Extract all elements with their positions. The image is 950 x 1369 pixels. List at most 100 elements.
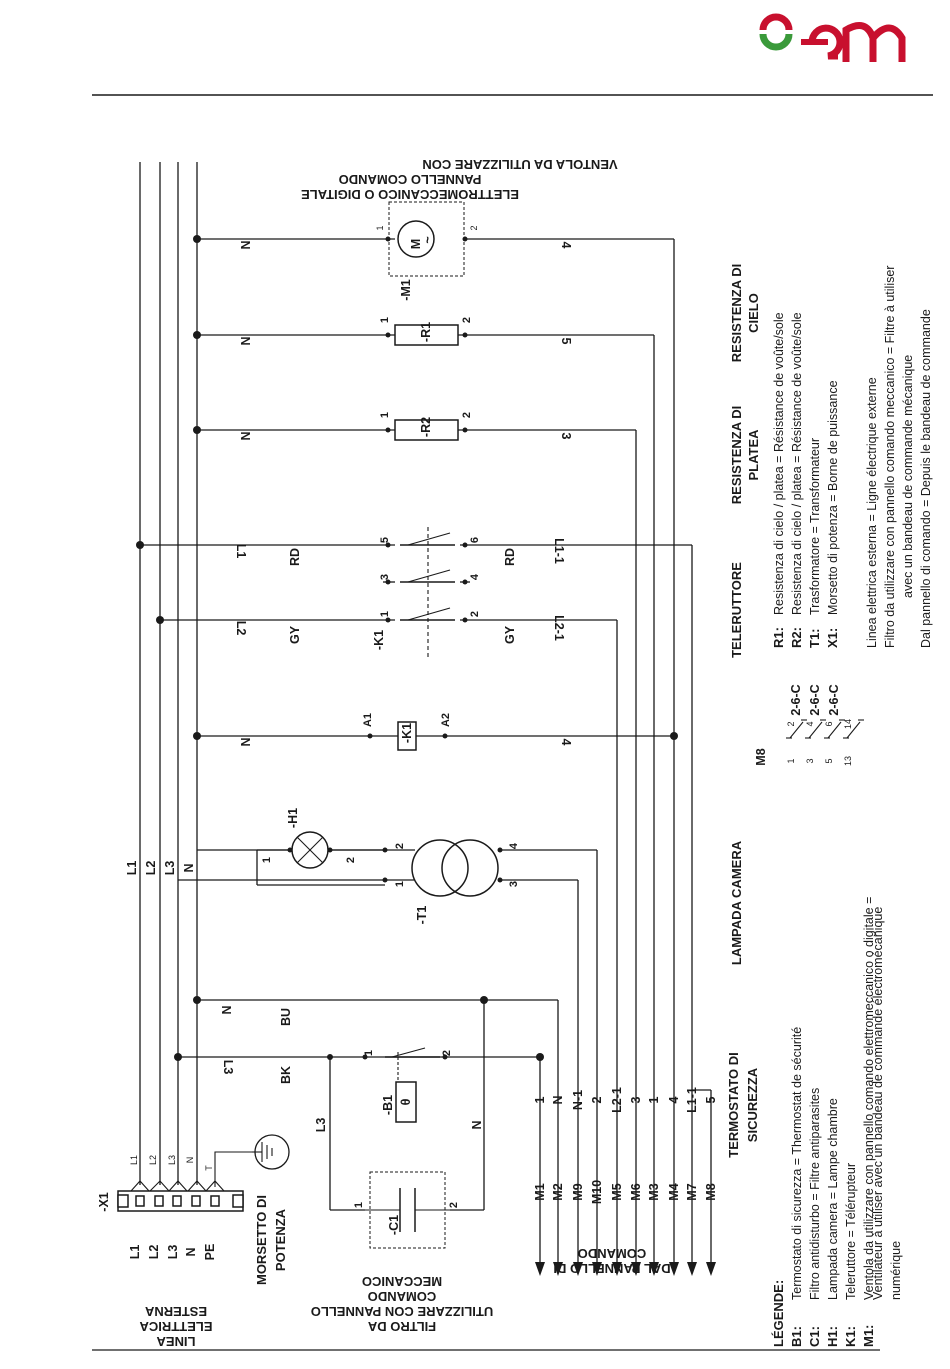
pin-m1-1: 1 (375, 225, 385, 230)
pin-r2-1: 1 (379, 412, 391, 418)
legend-code: T1: (807, 629, 822, 649)
pin-r1-2: 2 (461, 317, 473, 323)
wire-label-rd-left: RD (288, 548, 302, 566)
lampada-title: LAMPADA CAMERA (729, 840, 744, 965)
tb-label-l1: L1 (128, 1245, 142, 1260)
panel-wire-number: 2 (590, 1096, 604, 1103)
legend-title: LÉGENDE: (771, 1280, 786, 1347)
wire-label-bk: BK (279, 1066, 293, 1084)
legend-code: K1: (843, 1326, 858, 1347)
k1-contacts-label: -K1 (372, 630, 386, 650)
bus-label-l2: L2 (144, 861, 158, 876)
morsetto-title-2: POTENZA (273, 1208, 288, 1271)
m8-pin-b: 6 (824, 721, 834, 726)
pin-r1-1: 1 (379, 317, 391, 323)
legend-code: X1: (825, 628, 840, 648)
wire-label-n-filter: N (220, 1005, 234, 1014)
fan-motor (197, 201, 674, 277)
panel-wire-number: 1 (647, 1096, 661, 1103)
safety-thermostat-circuit (178, 239, 712, 1262)
wire-label-l2-1: L2-1 (552, 615, 566, 641)
panel-wire-code: M7 (685, 1183, 699, 1200)
m8-ref: 2-6-C (808, 684, 822, 715)
legend-text: Lampada camera = Lampe chambre (826, 1098, 840, 1300)
wire-label-l2: L2 (234, 621, 248, 636)
wire-label-n-fan: N (239, 240, 253, 249)
bus-label-l1: L1 (125, 861, 139, 876)
termostato-title-2: SICUREZZA (745, 1067, 760, 1142)
legend-code: B1: (789, 1326, 804, 1347)
wire-label-gy-right: GY (503, 625, 517, 644)
legend-code: M1: (861, 1325, 876, 1347)
panel-arrows (535, 1089, 716, 1276)
pin-c1-2: 2 (448, 1202, 460, 1208)
panel-wire-number: 1 (533, 1096, 547, 1103)
bus-lines (139, 162, 198, 1185)
m8-title: M8 (754, 748, 768, 765)
termostato-title-1: TERMOSTATO DI (726, 1052, 741, 1157)
legend-code: R1: (771, 627, 786, 648)
legend-text: Termostato di sicurezza = Thermostat de … (790, 1027, 804, 1300)
t1-label: -T1 (415, 906, 429, 925)
h1-label: -H1 (286, 808, 300, 828)
panel-wire-number: N-1 (571, 1090, 585, 1110)
tb-label-pe: PE (203, 1244, 217, 1261)
motor-tilde: ~ (421, 236, 435, 243)
platea-title-2: PLATEA (746, 429, 761, 481)
panel-wire-number: 5 (704, 1096, 718, 1103)
c1-label: -C1 (387, 1215, 401, 1235)
pin-h1-1: 1 (261, 857, 273, 863)
legend-text: Teleruttore = Télérupteur (844, 1163, 858, 1300)
legend-items: B1: Termostato di sicurezza = Thermostat … (789, 897, 876, 1347)
m8-pin-a: 13 (843, 756, 853, 766)
pin-b1-2: 2 (441, 1050, 453, 1056)
wire-label-4-fan: 4 (559, 242, 573, 249)
oem-logo (759, 13, 906, 62)
panel-wire-number: L1-1 (685, 1087, 699, 1113)
wire-label-bu: BU (279, 1008, 293, 1026)
wire-label-l3-horizontal: L3 (221, 1060, 235, 1075)
heater-r1 (197, 324, 654, 346)
panel-wire-code: M5 (610, 1183, 624, 1200)
filtro-title-2: UTILIZZARE CON PANNELLO (311, 1304, 493, 1319)
tb-label-l2: L2 (147, 1245, 161, 1260)
top-title-2: PANNELLO COMANDO (339, 172, 482, 187)
wire-label-n-r1: N (239, 336, 253, 345)
pin-k1-3: 3 (379, 574, 391, 580)
theta-symbol: θ (399, 1098, 413, 1105)
r2-label: -R2 (419, 417, 433, 437)
linea-title-1: LINEA (156, 1334, 196, 1349)
cielo-title-2: CIELO (746, 293, 761, 333)
b1-label: -B1 (381, 1095, 395, 1115)
platea-title-1: RESISTENZA DI (729, 406, 744, 504)
m8-pin-a: 5 (824, 758, 834, 763)
m8-contact-symbols (786, 719, 864, 739)
panel-wire-number: N (551, 1095, 565, 1104)
legend-code: R2: (789, 627, 804, 648)
dal-pannello-title-1: DAL PANNELLO DI (553, 1261, 670, 1276)
legend-note-3: avec un bandeau de commande mécanique (901, 355, 915, 598)
pin-dots (287, 236, 503, 883)
wire-label-n-filter-right: N (470, 1120, 484, 1129)
pin-t1-1: 1 (394, 881, 406, 887)
panel-wire-number: 3 (629, 1096, 643, 1103)
pin-h1-2: 2 (345, 857, 357, 863)
legend-m1-cont1: Ventilateur à utiliser avec un bandeau d… (871, 907, 885, 1300)
panel-wire-code: M2 (551, 1183, 565, 1200)
m8-pin-a: 1 (786, 758, 796, 763)
wire-label-5-r1: 5 (559, 338, 573, 345)
pin-a1: A1 (362, 713, 374, 727)
legend-note-4: Dal pannello di comando = Depuis le band… (919, 309, 933, 648)
tb-label-n: N (184, 1247, 198, 1256)
wire-label-n-coil: N (239, 737, 253, 746)
pin-k1-4: 4 (469, 573, 481, 580)
pin-k1-6: 6 (469, 537, 481, 543)
x1-label: -X1 (97, 1192, 111, 1212)
pin-b1-1: 1 (363, 1050, 375, 1056)
wire-label-l1: L1 (234, 544, 248, 559)
wire-label-4-coil: 4 (559, 739, 573, 746)
top-title-3: ELETTROMECCANICO O DIGITALE (301, 187, 519, 202)
m8-ref: 2-6-C (789, 684, 803, 715)
